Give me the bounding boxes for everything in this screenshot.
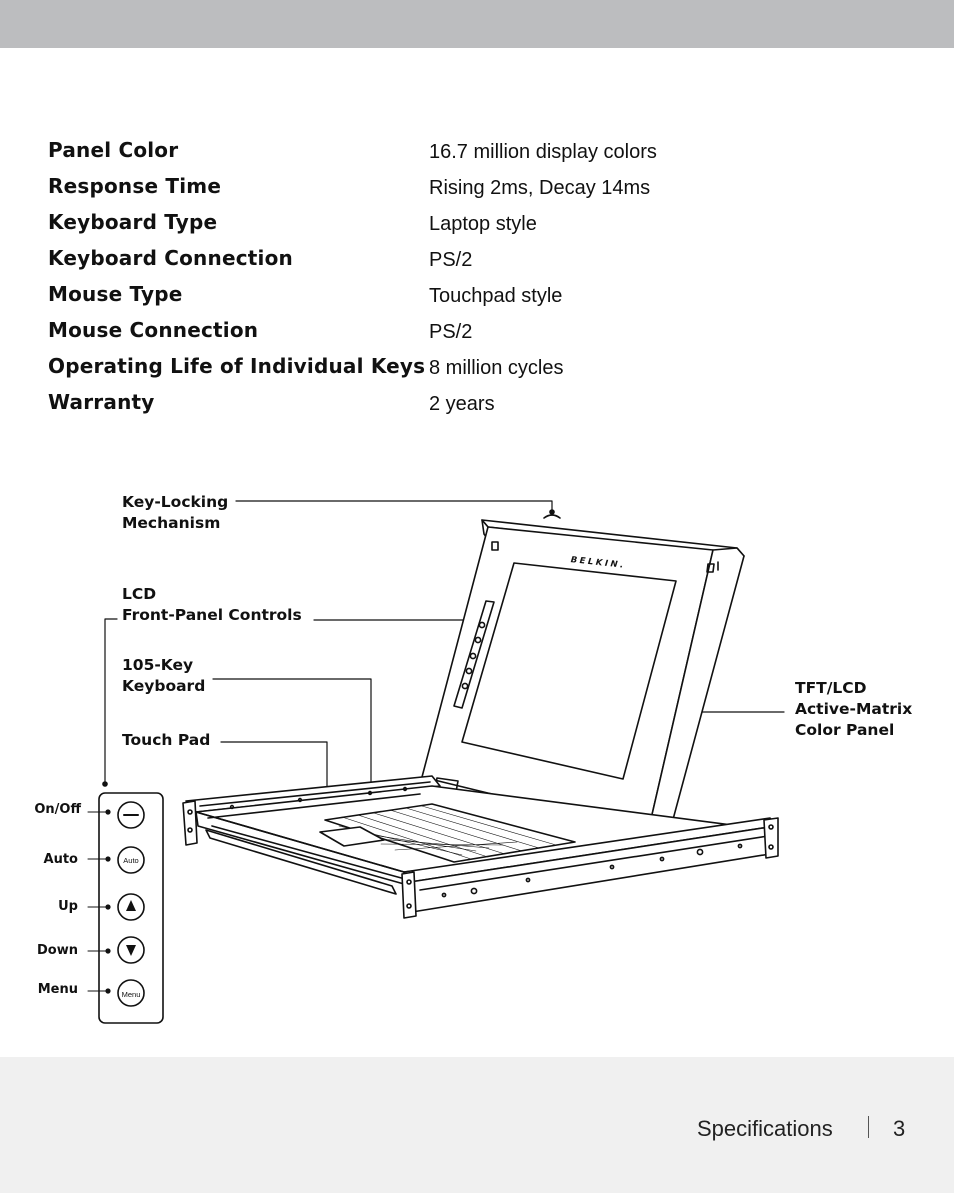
spec-label: Panel Color (48, 138, 179, 162)
spec-label: Mouse Type (48, 282, 183, 306)
spec-label: Operating Life of Individual Keys (48, 354, 426, 378)
control-panel-inset: Auto Menu (87, 792, 164, 1024)
spec-row: Mouse Type Touchpad style (48, 282, 908, 318)
menu-button-label: Menu (122, 990, 141, 999)
page-number: 3 (893, 1116, 906, 1141)
menu-button: Menu (117, 979, 145, 1007)
spec-row: Response Time Rising 2ms, Decay 14ms (48, 174, 908, 210)
callout-key-locking: Key-Locking Mechanism (122, 493, 229, 532)
spec-value: PS/2 (429, 321, 473, 343)
footer-divider (868, 1116, 869, 1138)
spec-label: Keyboard Connection (48, 246, 293, 270)
auto-button-label: Auto (123, 856, 138, 865)
spec-value: Rising 2ms, Decay 14ms (429, 177, 651, 199)
up-arrow-icon (126, 900, 136, 911)
callout-touch-pad: Touch Pad (122, 731, 211, 749)
spec-label: Response Time (48, 174, 222, 198)
spec-row: Warranty 2 years (48, 390, 908, 426)
callout-tft-panel: TFT/LCD Active-Matrix Color Panel (795, 679, 913, 739)
control-label-down: Down (37, 943, 78, 958)
spec-value: Touchpad style (429, 285, 563, 307)
spec-value: 8 million cycles (429, 357, 564, 379)
spec-row: Keyboard Connection PS/2 (48, 246, 908, 282)
spec-value: Laptop style (429, 213, 537, 235)
spec-label: Warranty (48, 390, 155, 414)
spec-label: Keyboard Type (48, 210, 218, 234)
kvm-console-drawing: BELKIN. (87, 500, 785, 1024)
control-label-auto: Auto (43, 852, 78, 867)
spec-row: Panel Color 16.7 million display colors (48, 138, 908, 174)
footer-section-title: Specifications (697, 1116, 833, 1141)
key-grid (338, 805, 557, 860)
on-off-button (117, 801, 145, 829)
touch-pad (319, 826, 385, 847)
down-arrow-icon (126, 945, 136, 956)
spec-label: Mouse Connection (48, 318, 259, 342)
kvm-console-diagram: BELKIN. (0, 470, 954, 1050)
monitor-lid: BELKIN. (421, 514, 745, 839)
callout-lcd-controls: LCD Front-Panel Controls (122, 585, 302, 624)
spec-row: Operating Life of Individual Keys 8 mill… (48, 354, 908, 390)
header-band (0, 0, 954, 48)
control-label-up: Up (58, 899, 78, 914)
footer-band (0, 1057, 954, 1193)
control-label-on-off: On/Off (34, 802, 81, 817)
spec-row: Mouse Connection PS/2 (48, 318, 908, 354)
control-label-menu: Menu (37, 982, 78, 997)
down-button (117, 936, 145, 964)
spec-value: PS/2 (429, 249, 473, 271)
callout-keyboard: 105-Key Keyboard (122, 656, 206, 695)
up-button (117, 893, 145, 921)
spec-value: 16.7 million display colors (429, 141, 657, 163)
spec-value: 2 years (429, 393, 495, 415)
spec-row: Keyboard Type Laptop style (48, 210, 908, 246)
spec-table: Panel Color 16.7 million display colors … (48, 138, 908, 426)
auto-button: Auto (117, 846, 145, 874)
base-tray (182, 775, 779, 919)
